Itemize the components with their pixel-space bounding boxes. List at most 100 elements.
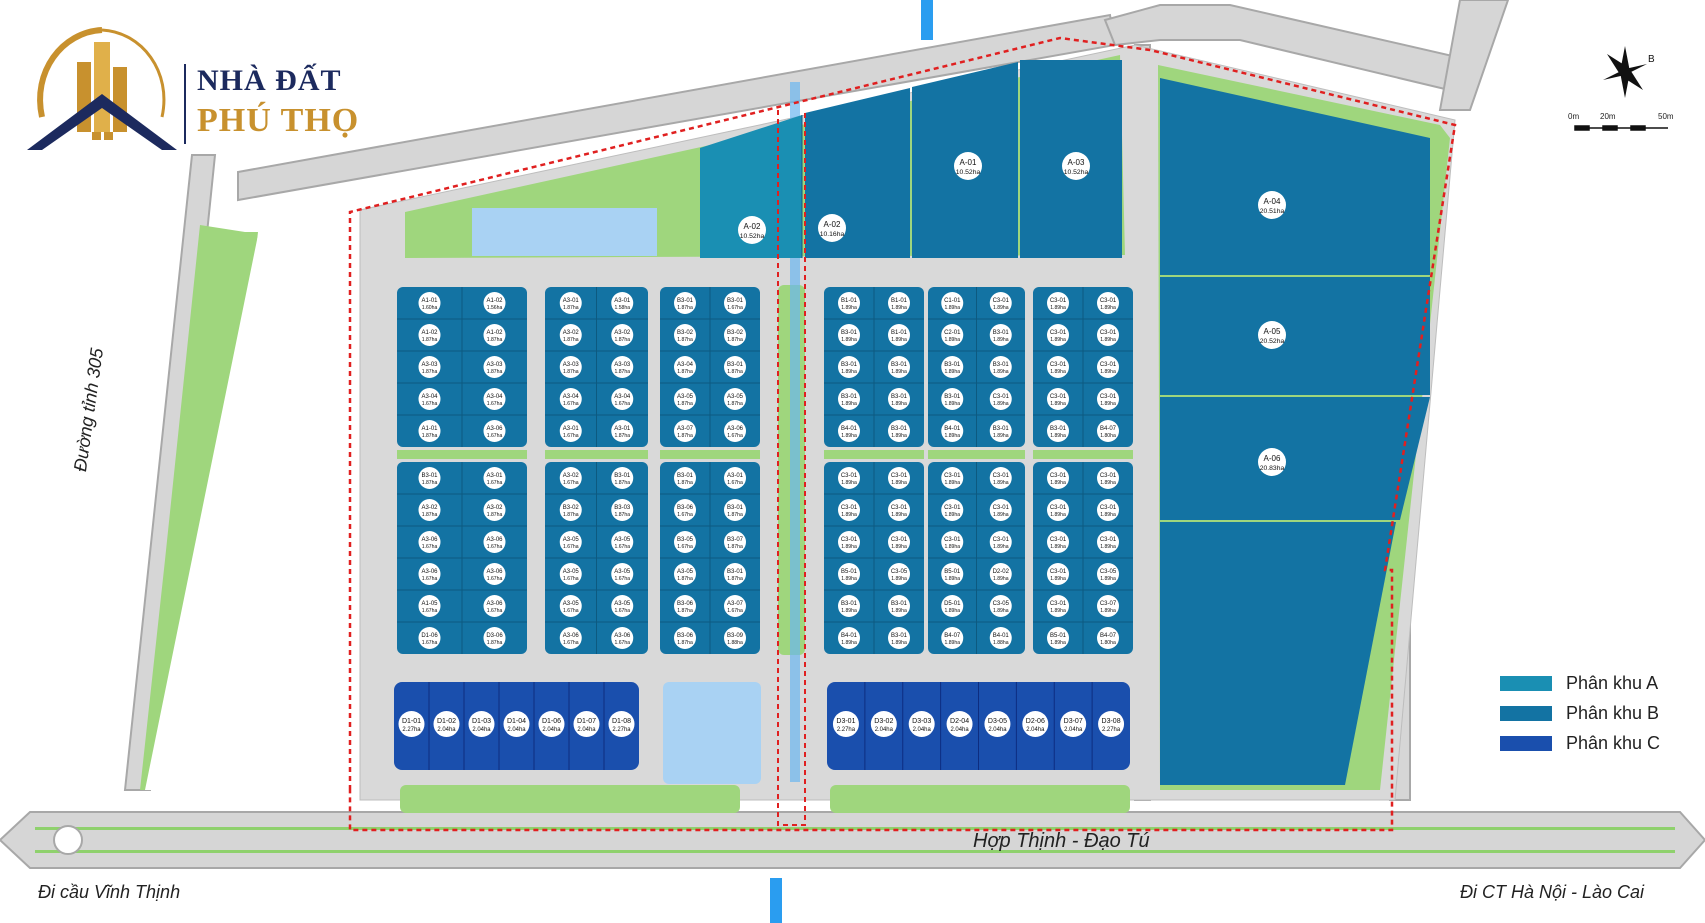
lot-area: 1.89ha bbox=[944, 640, 960, 646]
lot-marker bbox=[608, 711, 635, 737]
lot-marker bbox=[724, 292, 746, 314]
lot-label: B5-011.89ha bbox=[1047, 627, 1069, 649]
lot-area: 1.87ha bbox=[677, 640, 693, 646]
lot-label: B3-011.89ha bbox=[989, 324, 1012, 346]
lot-area: 1.89ha bbox=[1100, 480, 1116, 486]
lot-marker bbox=[674, 324, 696, 346]
lot-label: B4-071.80ha bbox=[1097, 627, 1119, 649]
lot-block: A1-011.60haA1-021.56haA1-021.87haA1-021.… bbox=[397, 287, 527, 654]
lot-label: B4-011.89ha bbox=[838, 420, 860, 442]
lot-id: C3-07 bbox=[1100, 601, 1117, 607]
lot-id: A3-04 bbox=[421, 394, 438, 400]
lot-label: A3-061.67ha bbox=[418, 563, 441, 585]
roundabout bbox=[53, 825, 83, 855]
lot-marker bbox=[838, 388, 860, 410]
lot-area: 1.89ha bbox=[1100, 512, 1116, 518]
lot-label: D3-022.04ha bbox=[870, 711, 897, 737]
lot-marker bbox=[674, 420, 696, 442]
lot-label: C3-011.89ha bbox=[989, 531, 1012, 553]
lot-area: 1.67ha bbox=[563, 608, 579, 614]
lot-id: D3-02 bbox=[874, 718, 893, 725]
lot-marker bbox=[483, 420, 506, 442]
legend-swatch bbox=[1500, 735, 1552, 751]
lot-marker bbox=[418, 356, 441, 378]
lot-label: C3-011.89ha bbox=[989, 388, 1012, 410]
lot-label: C3-011.89ha bbox=[838, 499, 860, 521]
lot-marker bbox=[888, 420, 910, 442]
lot-id: C3-01 bbox=[1100, 537, 1117, 543]
lot-area: 1.89ha bbox=[993, 401, 1009, 407]
lot-label: D5-011.89ha bbox=[941, 595, 964, 617]
lot-id: A3-04 bbox=[677, 362, 694, 368]
lot-area: 1.89ha bbox=[841, 576, 857, 582]
lot-id: A3-06 bbox=[486, 426, 503, 432]
lot-label: A3-061.67ha bbox=[559, 627, 582, 649]
lot-id: A3-02 bbox=[421, 505, 438, 511]
lot-marker bbox=[418, 563, 441, 585]
lot-area: 1.88ha bbox=[727, 640, 743, 646]
legend-item-zone-c: Phân khu C bbox=[1500, 728, 1660, 758]
lot-id: B4-07 bbox=[944, 633, 961, 639]
lot-label: A3-041.67ha bbox=[611, 388, 634, 410]
lot-area: 1.89ha bbox=[944, 480, 960, 486]
lot-area: 1.89ha bbox=[891, 576, 907, 582]
lot-marker bbox=[674, 388, 696, 410]
lot-area: 1.89ha bbox=[891, 608, 907, 614]
lot-area: 1.87ha bbox=[614, 433, 630, 439]
lot-label: B3-011.67ha bbox=[724, 292, 746, 314]
lot-id: A3-02 bbox=[563, 473, 580, 479]
lot-id: B4-01 bbox=[944, 426, 961, 432]
lot-label: A3-051.87ha bbox=[724, 388, 746, 410]
lot-label: C3-011.89ha bbox=[1047, 563, 1069, 585]
lot-area: 1.67ha bbox=[563, 544, 579, 550]
lot-id: D3-03 bbox=[912, 718, 931, 725]
scale-label-20: 20m bbox=[1600, 112, 1616, 121]
green-west-strip bbox=[140, 225, 258, 790]
lot-area: 1.87ha bbox=[422, 337, 438, 343]
lot-label: C3-011.89ha bbox=[888, 499, 910, 521]
lot-marker bbox=[888, 356, 910, 378]
lot-area: 20.51ha bbox=[1260, 208, 1285, 215]
lot-id: B3-01 bbox=[993, 426, 1010, 432]
lot-id: B3-01 bbox=[944, 394, 961, 400]
lot-area: 1.88ha bbox=[993, 640, 1009, 646]
legend: Phân khu A Phân khu B Phân khu C bbox=[1500, 668, 1660, 758]
lot-label: C3-051.89ha bbox=[989, 595, 1012, 617]
lot-marker bbox=[1097, 467, 1119, 489]
lot-area: 1.89ha bbox=[1100, 369, 1116, 375]
lot-label: A3-071.87ha bbox=[674, 420, 696, 442]
lot-id: D2-02 bbox=[993, 569, 1010, 575]
lot-marker bbox=[483, 531, 506, 553]
lot-id: A3-02 bbox=[614, 330, 631, 336]
lot-area: 1.67ha bbox=[727, 608, 743, 614]
lot-id: A3-03 bbox=[563, 362, 580, 368]
lot-label: C3-011.89ha bbox=[1047, 324, 1069, 346]
lot-area: 1.89ha bbox=[1050, 640, 1066, 646]
lot-label: C3-011.89ha bbox=[888, 531, 910, 553]
lot-area: 1.89ha bbox=[944, 544, 960, 550]
lot-area: 1.89ha bbox=[993, 305, 1009, 311]
lot-marker bbox=[1047, 627, 1069, 649]
lot-area: 1.87ha bbox=[563, 512, 579, 518]
lot-id: A3-04 bbox=[614, 394, 631, 400]
lot-area: 1.67ha bbox=[563, 640, 579, 646]
lot-area: 1.89ha bbox=[944, 337, 960, 343]
lot-id: A-02 bbox=[824, 220, 841, 229]
lot-marker bbox=[418, 388, 441, 410]
lot-marker bbox=[724, 356, 746, 378]
lot-id: A3-05 bbox=[677, 569, 694, 575]
lot-label: C2-011.89ha bbox=[941, 324, 964, 346]
lot-block: C3-011.89haC3-011.89haC3-011.89haC3-011.… bbox=[1033, 287, 1133, 654]
lot-label: D2-021.89ha bbox=[989, 563, 1012, 585]
lot-area: 2.04ha bbox=[507, 727, 526, 733]
lot-marker bbox=[483, 627, 506, 649]
lot-area: 1.89ha bbox=[891, 544, 907, 550]
lot-label: A3-051.67ha bbox=[611, 563, 634, 585]
lot-label: B4-071.89ha bbox=[941, 627, 964, 649]
lot-id: B1-01 bbox=[891, 330, 908, 336]
lot-id: D3-07 bbox=[1064, 718, 1083, 725]
lot-id: A3-04 bbox=[486, 394, 503, 400]
